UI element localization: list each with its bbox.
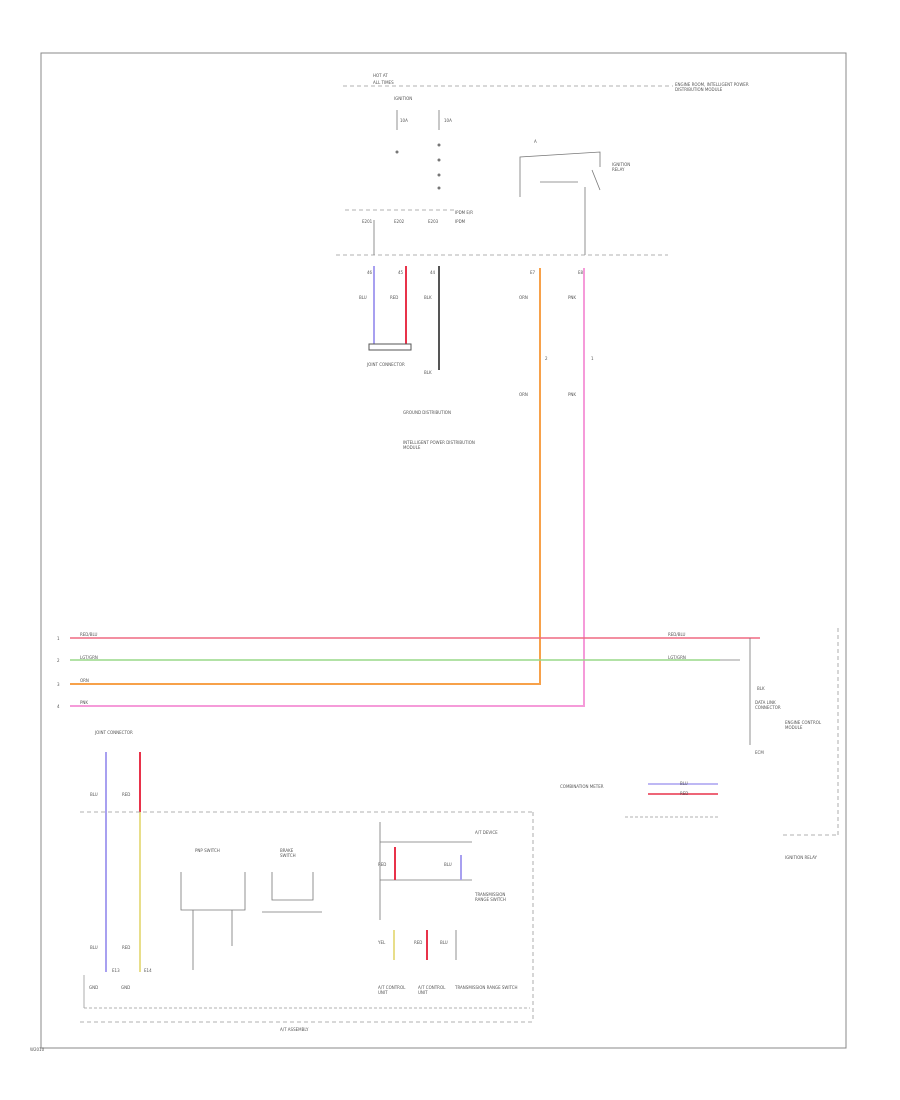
- bus-row1-right: RED/BLU: [668, 632, 686, 637]
- bus-index-2: 2: [57, 658, 60, 663]
- right-lower-pin-a: 2: [545, 356, 548, 361]
- right-wire-a: ORN: [519, 295, 528, 300]
- relay-label: IGNITION RELAY: [612, 162, 631, 172]
- relay-pin: A: [534, 139, 537, 144]
- lower-wire-b: RED: [122, 792, 131, 797]
- bus-index-4: 4: [57, 704, 60, 709]
- at-wire-b: BLU: [444, 862, 452, 867]
- bus-index-3: 3: [57, 682, 60, 687]
- fuse-a-label: 10A: [400, 118, 408, 123]
- right-blk-label: BLK: [757, 686, 765, 691]
- fuse-box-note: IPDM E/R: [455, 210, 474, 215]
- fuse-dot-b: [437, 143, 441, 147]
- top-right-note: ENGINE ROOM, INTELLIGENT POWER DISTRIBUT…: [675, 82, 749, 92]
- top-header-line1: HOT AT: [373, 73, 388, 78]
- lower-pin-b: E14: [144, 968, 152, 973]
- joint-connector-label: JOINT CONNECTOR: [367, 362, 405, 367]
- right-bottom-label: IGNITION RELAY: [785, 855, 817, 860]
- ipdm-lower-block: INTELLIGENT POWER DISTRIBUTION MODULE: [403, 440, 475, 450]
- bus-row2-left: LGT/GRN: [80, 655, 98, 660]
- lower-ground-b: GND: [121, 985, 131, 990]
- bus-row2-right: LGT/GRN: [668, 655, 686, 660]
- fuse-dot-a: [395, 150, 399, 154]
- meter-conn-bottom: RED: [680, 791, 689, 796]
- lower-pin-a: E13: [112, 968, 120, 973]
- pnp-switch-symbol: [180, 872, 246, 970]
- footer-code: W2010: [30, 1047, 45, 1052]
- meter-conn-top: BLU: [680, 781, 688, 786]
- ipdm-conn-a: E201: [362, 219, 373, 224]
- fuse-dot-e: [437, 186, 441, 190]
- at-module-outline: [379, 822, 472, 920]
- diagram-frame: [40, 52, 847, 1049]
- ipdm-conn-c: E203: [428, 219, 439, 224]
- at-module-top-label: A/T DEVICE: [475, 830, 498, 835]
- right-lower-wire-b: PNK: [568, 392, 577, 397]
- lower-connector-title: JOINT CONNECTOR: [95, 730, 133, 735]
- brake-switch-label: BRAKE SWITCH: [280, 848, 296, 858]
- right-lower-wire-a: ORN: [519, 392, 528, 397]
- ipdm-pin-a: 46: [367, 270, 373, 275]
- fuse-b-label: 10A: [444, 118, 452, 123]
- bus-row3-left: ORN: [80, 678, 89, 683]
- fuse-dot-d: [437, 173, 441, 177]
- at-bottom-label-2: A/T CONTROL UNIT: [418, 985, 446, 995]
- ipdm-wire-b: RED: [390, 295, 399, 300]
- top-header-line2: ALL TIMES: [373, 80, 394, 85]
- right-block-label: DATA LINK CONNECTOR: [755, 700, 781, 710]
- bus-index-1: 1: [57, 636, 60, 641]
- ground-block-label: GROUND DISTRIBUTION: [403, 410, 451, 415]
- right-module-label: ENGINE CONTROL MODULE: [785, 720, 822, 730]
- at-module-mid-label: TRANSMISSION RANGE SWITCH: [475, 892, 506, 902]
- at-wire-c: YEL: [378, 940, 386, 945]
- lower-bottom-a: BLU: [90, 945, 98, 950]
- pnp-switch-label: PNP SWITCH: [195, 848, 220, 853]
- at-wire-d: RED: [414, 940, 423, 945]
- right-lower-pin-b: 1: [591, 356, 594, 361]
- at-wire-e: BLU: [440, 940, 448, 945]
- ipdm-ground-wire: BLK: [424, 370, 432, 375]
- right-wire-b: PNK: [568, 295, 577, 300]
- ipdm-pin-b: 45: [398, 270, 404, 275]
- bus-row4-left: PNK: [80, 700, 89, 705]
- ipdm-wire-c: BLK: [424, 295, 432, 300]
- joint-connector-box: [368, 343, 412, 351]
- lower-wire-a: BLU: [90, 792, 98, 797]
- ipdm-pin-c: 44: [430, 270, 436, 275]
- ipdm-conn-b: E202: [394, 219, 405, 224]
- ignition-label: IGNITION: [394, 96, 413, 101]
- at-wire-a: RED: [378, 862, 387, 867]
- at-bottom-label-1: A/T CONTROL UNIT: [378, 985, 406, 995]
- fuse-dot-c: [437, 158, 441, 162]
- right-pin-b: E8: [578, 270, 584, 275]
- meter-conn-note: COMBINATION METER: [560, 784, 604, 789]
- relay-contact: [591, 169, 601, 191]
- lower-ground-a: GND: [89, 985, 99, 990]
- at-bottom-label-3: TRANSMISSION RANGE SWITCH: [455, 985, 518, 990]
- bus-row1-left: RED/BLU: [80, 632, 98, 637]
- bottom-assembly-label: A/T ASSEMBLY: [280, 1027, 309, 1032]
- lower-bottom-b: RED: [122, 945, 131, 950]
- brake-switch-symbol: [262, 872, 322, 913]
- right-pin-a: E7: [530, 270, 536, 275]
- right-sub-label: ECM: [755, 750, 764, 755]
- relay-outline: [519, 151, 601, 197]
- ipdm-wire-a: BLU: [359, 295, 367, 300]
- ipdm-conn-note: IPDM: [455, 219, 466, 224]
